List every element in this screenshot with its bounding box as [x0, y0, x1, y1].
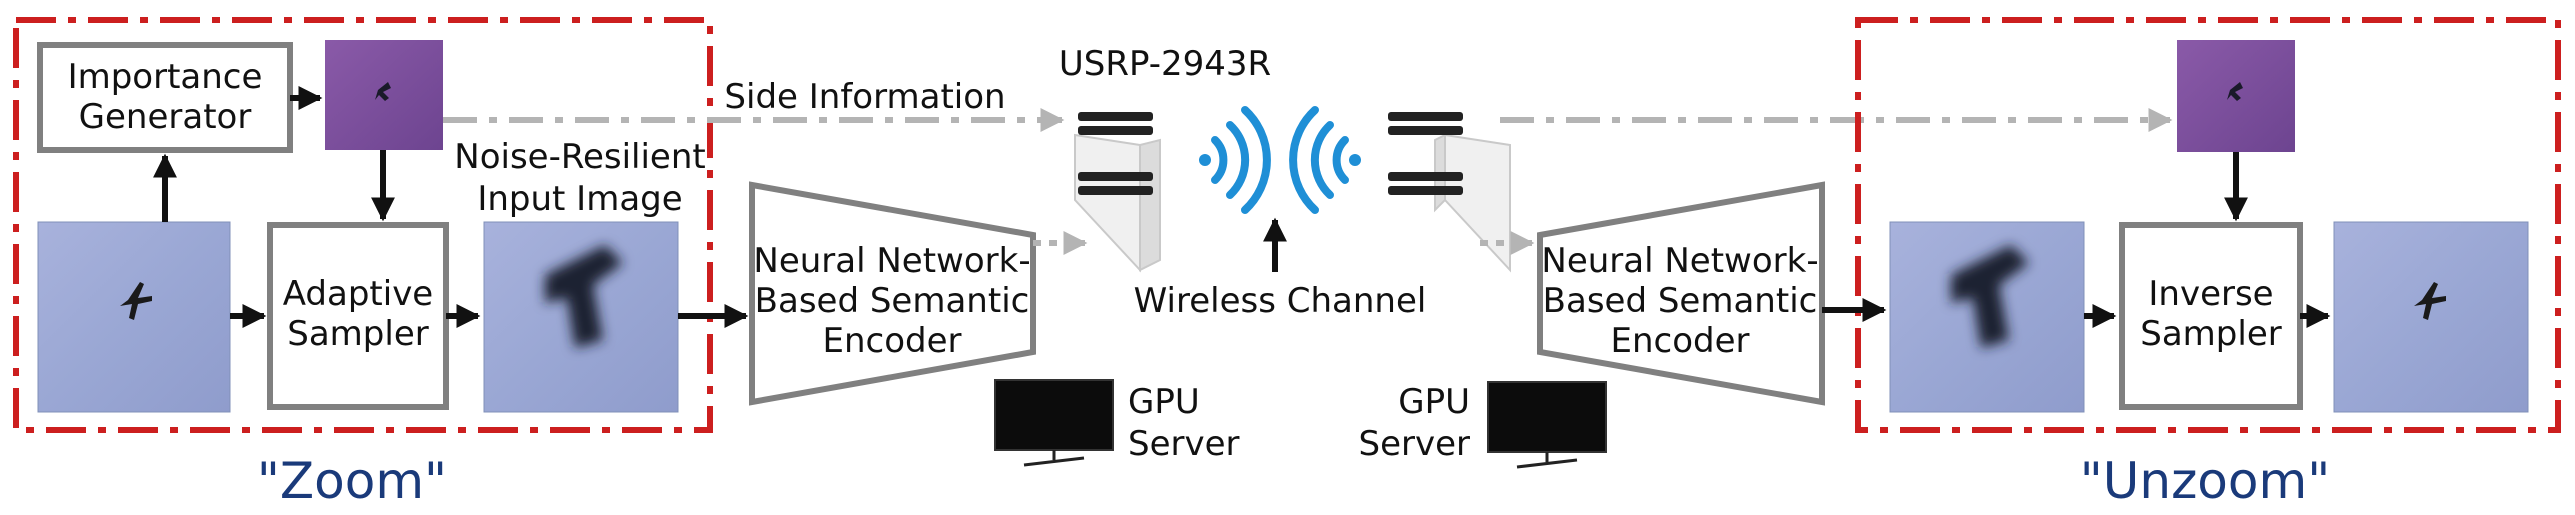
importance-map-image: [325, 40, 443, 150]
tx-monitor-icon: [994, 379, 1114, 467]
rx-monitor-icon: [1487, 381, 1607, 469]
tx-semantic-encoder: Neural Network- Based Semantic Encoder: [749, 181, 1036, 406]
received-zoomed-image: [1889, 221, 2085, 413]
inverse-sampler-line2: Sampler: [2140, 314, 2281, 354]
rx-gpu-server-line1: GPU: [1398, 382, 1470, 422]
inverse-sampler-line1: Inverse: [2148, 274, 2273, 314]
tx-usrp-radio-icon: [1074, 112, 1161, 273]
rx-encoder-line2: Based Semantic: [1543, 281, 1818, 321]
rx-gpu-server-line2: Server: [1359, 424, 1471, 464]
usrp-device-label: USRP-2943R: [1059, 44, 1271, 84]
noise-resilient-caption-line2: Input Image: [477, 179, 682, 219]
wireless-channel-label: Wireless Channel: [1134, 281, 1427, 321]
zoom-frame: [13, 17, 713, 433]
adaptive-sampler-line1: Adaptive: [283, 274, 433, 314]
importance-generator-line2: Generator: [79, 97, 252, 137]
importance-generator-box: Importance Generator: [37, 42, 293, 153]
output-image: [2333, 221, 2529, 413]
adaptive-sampler-box: Adaptive Sampler: [267, 222, 449, 410]
rx-encoder-line1: Neural Network-: [1541, 241, 1818, 281]
tx-encoder-line1: Neural Network-: [753, 241, 1030, 281]
tx-encoder-line3: Encoder: [822, 321, 961, 361]
noise-resilient-input-image: [483, 221, 679, 413]
side-information-label: Side Information: [724, 77, 1005, 117]
input-image: [37, 221, 231, 413]
noise-resilient-caption-line1: Noise-Resilient: [454, 137, 705, 177]
unzoom-label: "Unzoom": [2080, 452, 2330, 510]
rx-usrp-radio-icon: [1388, 112, 1511, 273]
tx-wifi-signal-icon: [1199, 106, 1271, 214]
rx-encoder-line3: Encoder: [1610, 321, 1749, 361]
inverse-sampler-box: Inverse Sampler: [2119, 222, 2303, 410]
importance-generator-line1: Importance: [68, 57, 263, 97]
rx-wifi-signal-icon: [1289, 106, 1361, 214]
rx-importance-map-image: [2177, 40, 2295, 152]
rx-semantic-encoder: Neural Network- Based Semantic Encoder: [1537, 181, 1825, 406]
adaptive-sampler-line2: Sampler: [287, 314, 428, 354]
tx-encoder-line2: Based Semantic: [755, 281, 1030, 321]
tx-gpu-server-line2: Server: [1128, 424, 1240, 464]
tx-gpu-server-line1: GPU: [1128, 382, 1200, 422]
zoom-label: "Zoom": [257, 452, 447, 510]
unzoom-frame: [1855, 17, 2561, 433]
